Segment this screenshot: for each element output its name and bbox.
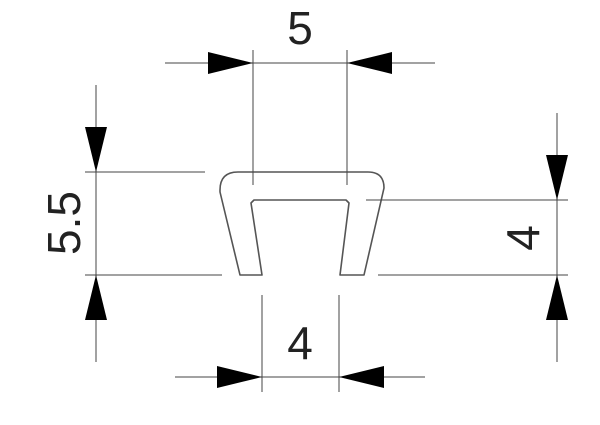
bottom-arrow-left <box>217 366 262 388</box>
total-height-label: 5.5 <box>38 191 90 255</box>
bottom-width-label: 4 <box>287 317 313 369</box>
u-channel-profile <box>219 171 385 276</box>
total-height-dimension: 5.5 <box>38 85 222 362</box>
right-arrow-top <box>546 155 568 200</box>
inner-height-label: 4 <box>497 225 549 251</box>
top-arrow-right <box>347 52 392 74</box>
top-arrow-left <box>208 52 253 74</box>
bottom-width-dimension: 4 <box>175 295 425 392</box>
inner-height-dimension: 4 <box>366 113 568 362</box>
left-arrow-top <box>85 127 107 172</box>
top-width-dimension: 5 <box>165 2 435 185</box>
top-width-label: 5 <box>287 2 313 54</box>
right-arrow-bottom <box>546 275 568 320</box>
bottom-arrow-right <box>339 366 384 388</box>
left-arrow-bottom <box>85 275 107 320</box>
